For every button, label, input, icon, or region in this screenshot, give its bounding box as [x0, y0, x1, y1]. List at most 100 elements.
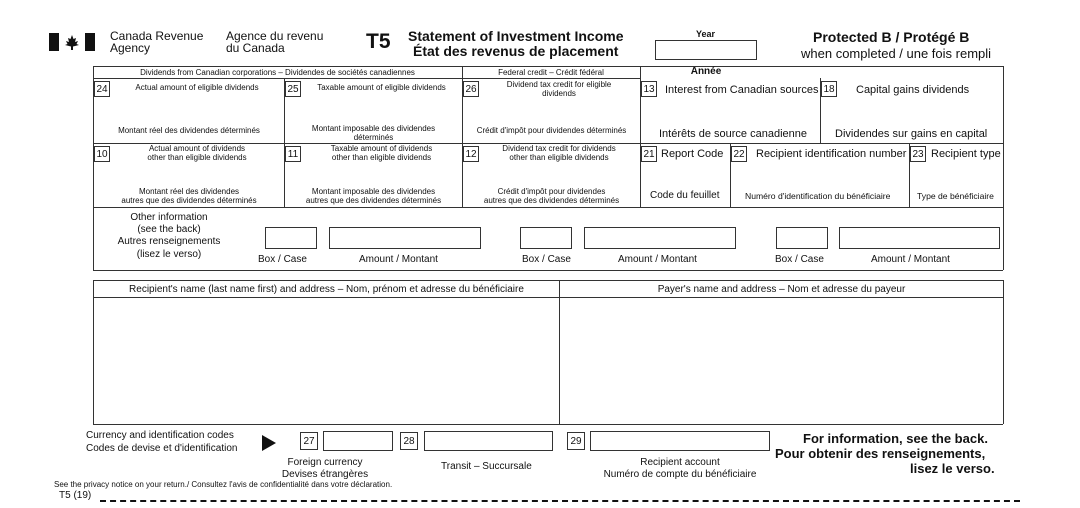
agency-en-line1: Canada Revenue [110, 29, 204, 43]
box-13-label-fr: Intérêts de source canadienne [659, 128, 807, 140]
box-22-label: Recipient identification number [756, 148, 907, 160]
box-13-input[interactable] [660, 99, 818, 125]
federal-credit-header: Federal credit – Crédit fédéral [498, 68, 604, 77]
payer-address-field[interactable] [562, 300, 1000, 421]
other-info-box-1[interactable] [265, 227, 317, 249]
agency-en-line2: Agency [110, 41, 151, 55]
box-26-input[interactable] [480, 100, 638, 124]
other-info-box-label-2: Box / Case [522, 254, 571, 265]
box-23-label-fr: Type de bénéficiaire [917, 191, 994, 201]
protected-sub: when completed / une fois rempli [801, 46, 992, 61]
box-23-label: Recipient type [931, 148, 1001, 160]
recipient-address-label: Recipient's name (last name first) and a… [129, 284, 524, 295]
other-info-box-3[interactable] [776, 227, 828, 249]
box-26-label-1: Dividend tax credit for eligible [506, 80, 612, 89]
box-24-input[interactable] [112, 98, 282, 124]
box-29-number: 29 [567, 432, 585, 450]
box-28-number: 28 [400, 432, 418, 450]
box-10-label-fr2: autres que des dividendes déterminés [121, 196, 257, 205]
box-21-number: 21 [641, 146, 657, 162]
box-22-number: 22 [731, 146, 747, 162]
box-21-input[interactable] [645, 164, 727, 186]
transit-input[interactable] [424, 431, 553, 451]
box-12-input[interactable] [480, 164, 638, 186]
box-22-input[interactable] [735, 164, 905, 186]
box-12-label-2: other than eligible dividends [509, 153, 609, 162]
other-info-amount-label-1: Amount / Montant [359, 254, 438, 265]
other-info-amount-2[interactable] [584, 227, 736, 249]
box-22-label-fr: Numéro d'identification du bénéficiaire [745, 191, 891, 201]
other-info-amount-label-2: Amount / Montant [618, 254, 697, 265]
recipient-address-field[interactable] [96, 300, 556, 421]
box-18-number: 18 [821, 81, 837, 97]
box-24-label: Actual amount of eligible dividends [135, 83, 259, 92]
year-input[interactable] [655, 40, 757, 60]
cut-line [100, 500, 1020, 502]
recipient-account-label-en: Recipient account [640, 457, 720, 468]
form-title-en: Statement of Investment Income [408, 28, 624, 44]
box-24-number: 24 [94, 81, 110, 97]
other-info-amount-1[interactable] [329, 227, 481, 249]
box-27-number: 27 [300, 432, 318, 450]
box-10-input[interactable] [112, 164, 282, 186]
box-10-number: 10 [94, 146, 110, 162]
box-11-label-fr2: autres que des dividendes déterminés [305, 196, 442, 205]
foreign-currency-input[interactable] [323, 431, 393, 451]
box-12-label-fr1: Crédit d'impôt pour dividendes [497, 187, 606, 196]
dividends-section-header: Dividends from Canadian corporations – D… [140, 68, 415, 77]
recipient-account-input[interactable] [590, 431, 770, 451]
canada-flag-logo [49, 33, 95, 51]
box-25-label-fr1: Montant imposable des dividendes [311, 124, 436, 133]
box-13-number: 13 [641, 81, 657, 97]
box-25-input[interactable] [303, 98, 460, 122]
box-10-label-fr1: Montant réel des dividendes [138, 187, 240, 196]
other-info-box-label-1: Box / Case [258, 254, 307, 265]
box-18-label-fr: Dividendes sur gains en capital [835, 128, 988, 140]
box-21-label-fr: Code du feuillet [650, 190, 720, 201]
box-26-label-2: dividends [542, 89, 576, 98]
arrow-right-icon [262, 435, 276, 456]
box-11-number: 11 [285, 146, 301, 162]
other-info-line3: Autres renseignements [117, 236, 221, 247]
foreign-currency-label-en: Foreign currency [287, 457, 363, 468]
privacy-notice: See the privacy notice on your return./ … [54, 480, 393, 489]
other-info-amount-3[interactable] [839, 227, 1000, 249]
foreign-currency-label-fr: Devises étrangères [281, 469, 369, 480]
box-11-label-2: other than eligible dividends [331, 153, 432, 162]
info-line1: For information, see the back. [803, 431, 988, 446]
agency-fr-line1: Agence du revenu [226, 29, 324, 43]
box-25-label-fr2: déterminés [353, 133, 394, 142]
other-info-line1: Other information [130, 212, 208, 223]
other-info-line2: (see the back) [137, 224, 201, 235]
recipient-account-label-fr: Numéro de compte du bénéficiaire [603, 469, 757, 480]
box-11-label-fr1: Montant imposable des dividendes [311, 187, 436, 196]
box-11-input[interactable] [303, 164, 460, 186]
other-info-amount-label-3: Amount / Montant [871, 254, 950, 265]
box-11-label-1: Taxable amount of dividends [330, 144, 433, 153]
box-26-number: 26 [463, 81, 479, 97]
box-23-input[interactable] [912, 164, 1000, 186]
form-title-fr: État des revenus de placement [413, 43, 619, 59]
other-info-box-label-3: Box / Case [775, 254, 824, 265]
year-label: Year [696, 29, 716, 39]
box-12-label-fr2: autres que des dividendes déterminés [483, 196, 620, 205]
other-info-line4: (lisez le verso) [136, 249, 202, 260]
year-label-fr: Année [690, 66, 722, 77]
box-10-label-1: Actual amount of dividends [148, 144, 246, 153]
box-12-number: 12 [463, 146, 479, 162]
box-18-input[interactable] [840, 99, 1000, 125]
box-25-number: 25 [285, 81, 301, 97]
box-23-number: 23 [910, 146, 926, 162]
form-code: T5 [366, 30, 391, 53]
currency-codes-line2: Codes de devise et d'identification [86, 443, 238, 454]
info-line3: lisez le verso. [910, 461, 995, 476]
other-info-box-2[interactable] [520, 227, 572, 249]
box-21-label: Report Code [661, 148, 724, 160]
box-12-label-1: Dividend tax credit for dividends [502, 144, 616, 153]
agency-fr-line2: du Canada [226, 41, 285, 55]
box-26-label-fr: Crédit d'impôt pour dividendes déterminé… [476, 126, 627, 135]
payer-address-label: Payer's name and address – Nom et adress… [657, 284, 906, 295]
protected-label: Protected B / Protégé B [813, 29, 970, 45]
box-18-label: Capital gains dividends [856, 84, 970, 96]
info-line2: Pour obtenir des renseignements, [775, 446, 986, 461]
